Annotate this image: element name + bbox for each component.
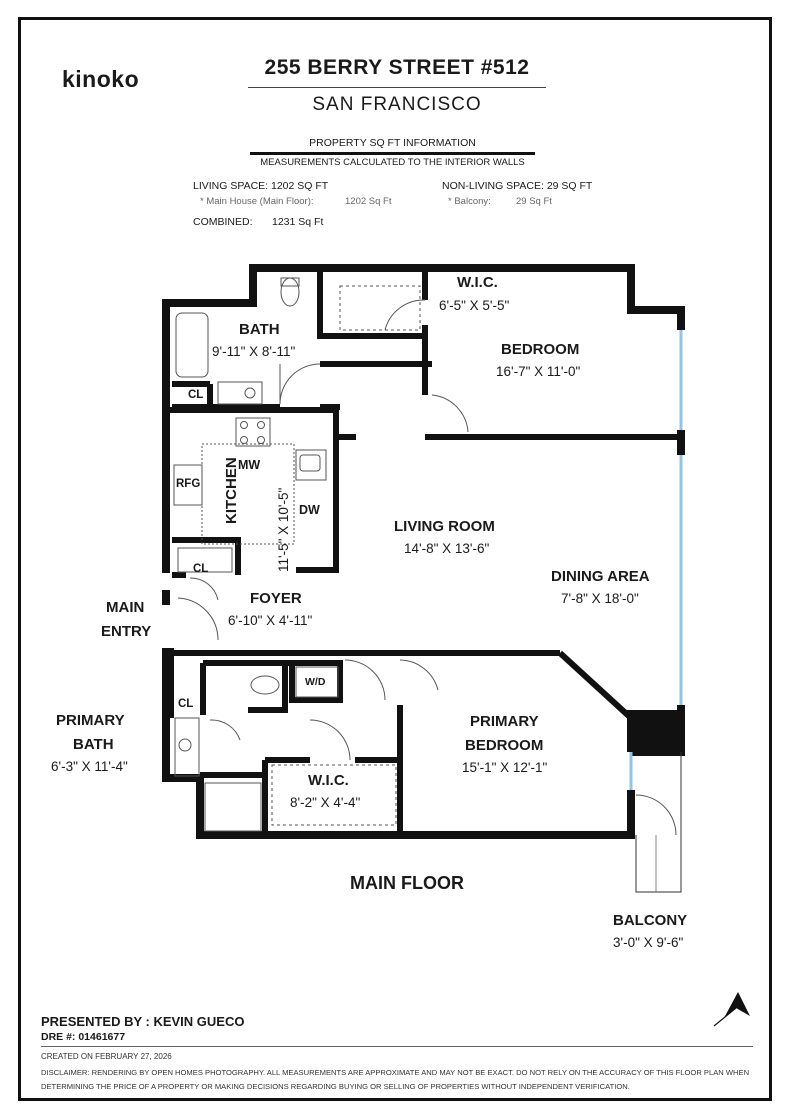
windows [629,330,683,790]
bath-dimensions: 9'-11" X 8'-11" [212,344,296,359]
balcony-label: BALCONY [613,912,688,929]
sqft-info-title: PROPERTY SQ FT INFORMATION [309,137,476,149]
balcony-outline [635,752,682,893]
dining-area-label: DINING AREA [551,568,650,585]
washer-dryer-label: W/D [305,676,326,688]
foyer-dimensions: 6'-10" X 4'-11" [228,613,313,628]
living-space-detail-label: * Main House (Main Floor): [200,196,314,207]
closet-label-primary-bath: CL [178,698,194,710]
sqft-info-divider [250,152,535,155]
living-space-total: LIVING SPACE: 1202 SQ FT [193,180,329,192]
dishwasher-label: DW [299,503,320,517]
non-living-detail-label: * Balcony: [448,196,491,207]
sqft-info-subtitle: MEASUREMENTS CALCULATED TO THE INTERIOR … [260,157,525,168]
property-city: SAN FRANCISCO [312,94,482,115]
kinoko-logo: kinoko [62,66,140,92]
primary-bath-label-line1: PRIMARY [56,712,125,729]
bedroom-dimensions: 16'-7" X 11'-0" [496,364,581,379]
door-swings [177,299,677,836]
wic-top-dimensions: 6'-5" X 5'-5" [439,298,510,313]
presented-by: PRESENTED BY : KEVIN GUECO [41,1014,245,1029]
closet-label-bath: CL [188,389,204,401]
primary-bedroom-label-line1: PRIMARY [470,713,539,730]
wic-top-label: W.I.C. [457,274,498,291]
primary-bedroom-dimensions: 15'-1" X 12'-1" [462,760,548,775]
floor-label: MAIN FLOOR [350,873,464,893]
property-address: 255 BERRY STREET #512 [264,56,530,79]
main-entry-label-line2: ENTRY [101,623,152,640]
title-divider [248,87,546,88]
north-arrow-icon [713,992,750,1027]
kitchen-dimensions: 11'-5" X 10'-5" [276,487,291,572]
page-frame [18,17,772,1101]
fixtures [173,277,421,832]
non-living-space-total: NON-LIVING SPACE: 29 SQ FT [442,180,593,192]
wic-bottom-dimensions: 8'-2" X 4'-4" [290,795,361,810]
closet-label-foyer: CL [193,563,209,575]
primary-bath-dimensions: 6'-3" X 11'-4" [51,759,128,774]
living-room-label: LIVING ROOM [394,518,495,535]
footer-divider [41,1046,753,1047]
primary-bedroom-label-line2: BEDROOM [465,737,544,754]
created-date: CREATED ON FEBRUARY 27, 2026 [41,1052,172,1061]
refrigerator-label: RFG [176,478,201,490]
structural-column [627,710,685,752]
foyer-label: FOYER [250,590,302,607]
dre-number: DRE #: 01461677 [41,1031,126,1043]
living-room-dimensions: 14'-8" X 13'-6" [404,541,490,556]
dining-area-dimensions: 7'-8" X 18'-0" [561,591,639,606]
wic-bottom-label: W.I.C. [308,772,349,789]
bath-label: BATH [239,321,280,338]
non-living-detail-value: 29 Sq Ft [516,196,552,207]
balcony-dimensions: 3'-0" X 9'-6" [613,935,684,950]
primary-bath-label-line2: BATH [73,736,114,753]
disclaimer-text: DISCLAIMER: RENDERING BY OPEN HOMES PHOT… [41,1068,750,1091]
interior-walls [166,272,681,835]
microwave-label: MW [238,458,261,472]
living-space-detail-value: 1202 Sq Ft [345,196,392,207]
wall-block [162,648,174,718]
main-entry-label-line1: MAIN [106,599,145,616]
combined-value: 1231 Sq Ft [272,216,324,228]
bedroom-label: BEDROOM [501,341,580,358]
combined-label: COMBINED: [193,216,253,228]
